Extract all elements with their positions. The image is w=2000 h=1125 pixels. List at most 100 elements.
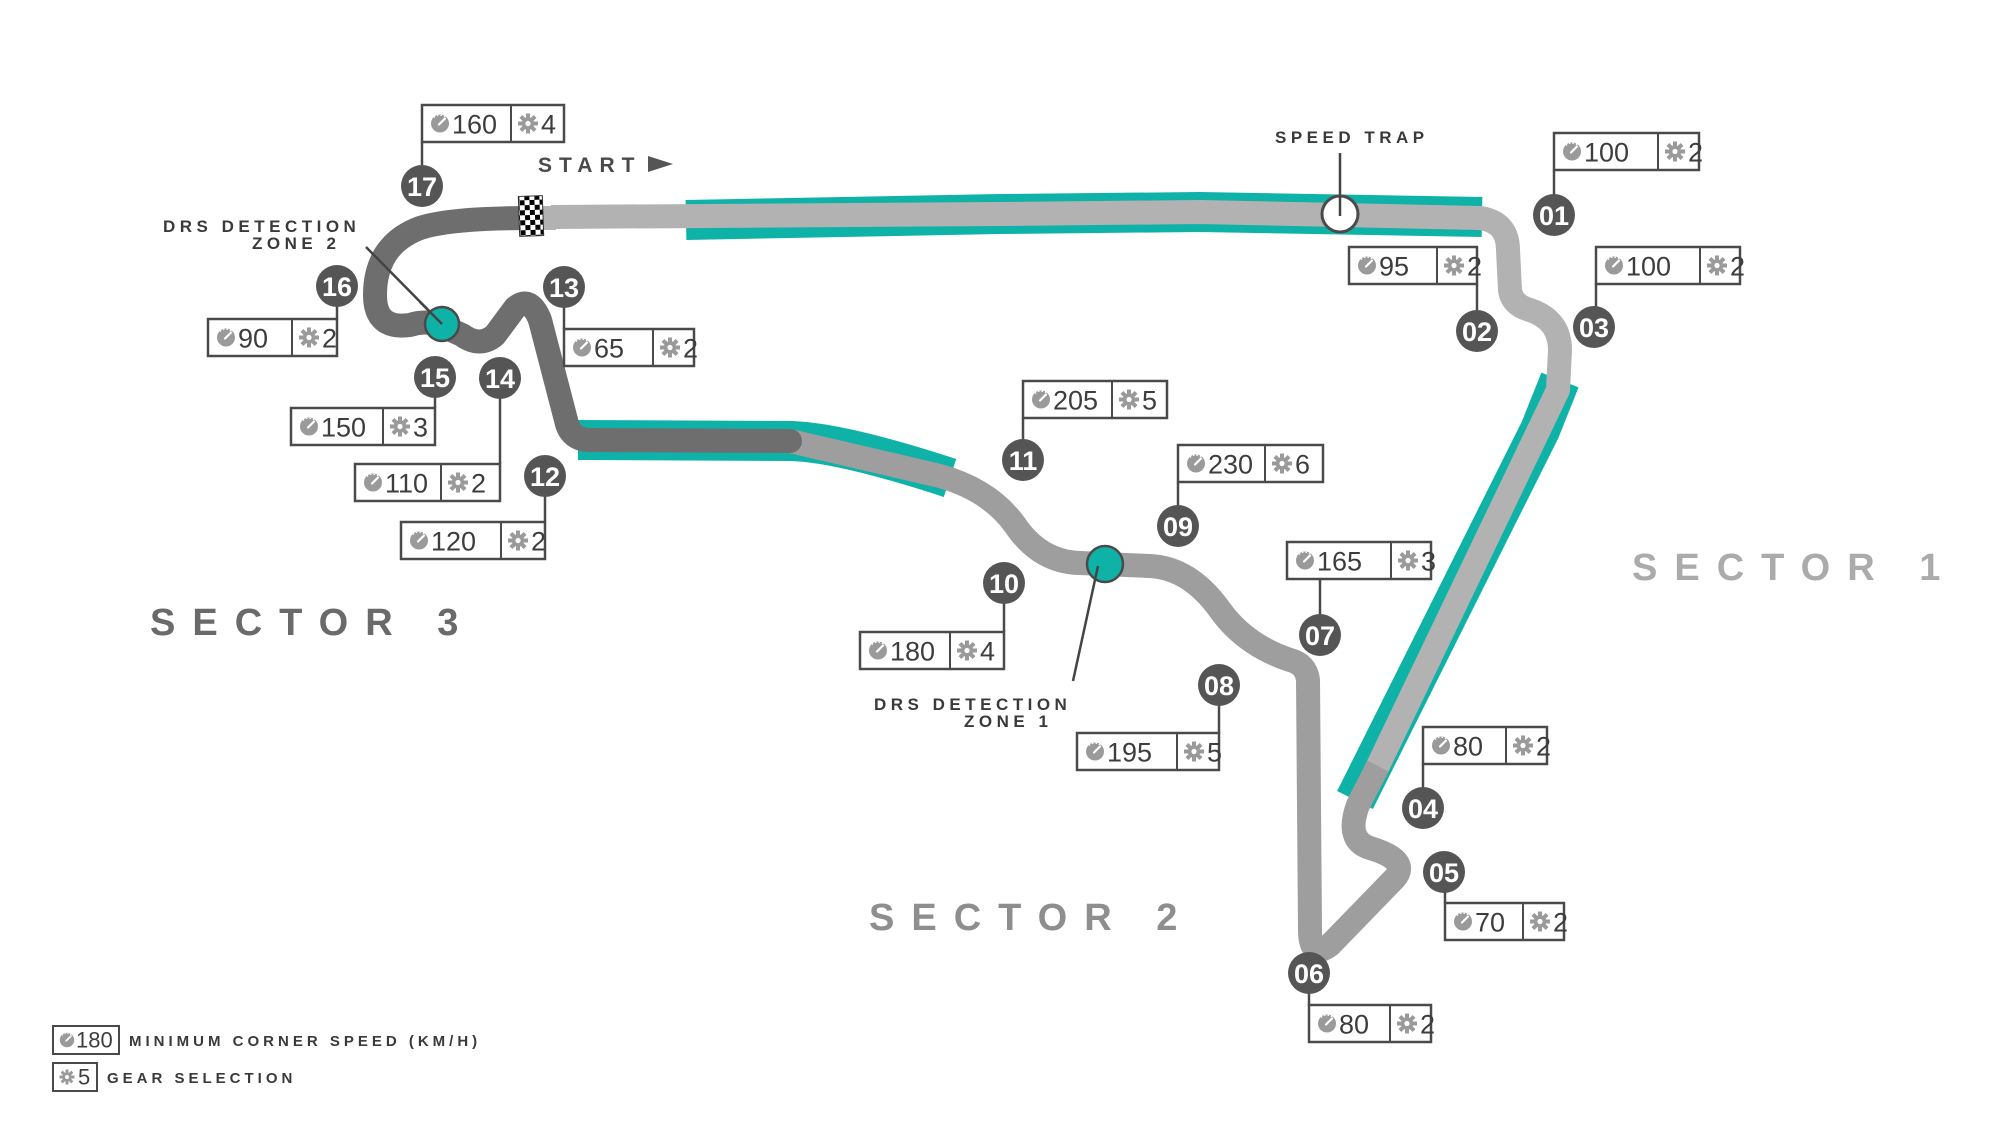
gear-icon (1665, 141, 1685, 162)
corner-number: 09 (1163, 512, 1193, 542)
corner-number: 04 (1408, 794, 1438, 824)
corner-badge (401, 165, 443, 207)
gear-value: 2 (531, 527, 546, 557)
speedometer-icon (58, 1031, 76, 1049)
gear-icon (1119, 389, 1139, 410)
gear-value: 3 (413, 413, 428, 443)
corner-number: 11 (1009, 446, 1038, 476)
speed-trap: SPEED TRAP (1275, 128, 1424, 234)
drs-detection-zone-2: DRS DETECTION ZONE 2 (163, 217, 461, 343)
gear-value: 2 (322, 324, 337, 354)
legend-gear-label: GEAR SELECTION (107, 1070, 296, 1087)
min-speed-value: 205 (1053, 386, 1098, 416)
gear-value: 5 (1207, 738, 1222, 768)
track-sector-1 (550, 200, 1572, 778)
arrow-right-icon (648, 156, 673, 172)
legend-gear-example: 5 (78, 1065, 90, 1090)
gear-icon (448, 472, 468, 493)
corner-08: 195 5 08 (1075, 664, 1240, 772)
speedometer-icon (1084, 741, 1106, 762)
gear-icon (1397, 1013, 1417, 1034)
corner-number: 15 (420, 363, 450, 393)
speedometer-icon (298, 416, 320, 437)
gear-icon (508, 530, 528, 551)
start-label: START (538, 154, 641, 177)
speedometer-icon (1561, 141, 1583, 162)
legend: 180 MINIMUM CORNER SPEED (KM/H) 5 GEAR S… (52, 1025, 481, 1092)
corner-number: 13 (549, 273, 579, 303)
corner-badge (316, 265, 358, 307)
corner-badge (983, 562, 1025, 604)
speedometer-icon (362, 472, 384, 493)
corner-number: 17 (407, 172, 437, 202)
corner-badge (1299, 614, 1341, 656)
corner-number: 12 (530, 462, 560, 492)
gear-value: 2 (471, 469, 486, 499)
drs-zone-1-line-2: ZONE 1 (964, 712, 1052, 731)
min-speed-value: 100 (1626, 252, 1671, 282)
corner-number: 14 (485, 364, 515, 394)
gear-icon (1707, 255, 1727, 276)
min-speed-value: 195 (1107, 738, 1152, 768)
speedometer-icon (867, 640, 889, 661)
min-speed-value: 70 (1475, 908, 1505, 938)
min-speed-value: 80 (1453, 732, 1483, 762)
legend-speed-example: 180 (76, 1028, 113, 1053)
drs-zone-1-line-1: DRS DETECTION (874, 695, 1071, 714)
min-speed-value: 80 (1339, 1010, 1369, 1040)
speedometer-icon (1452, 911, 1474, 932)
speedometer-icon (1030, 389, 1052, 410)
drs-detection-zone-1: DRS DETECTION ZONE 1 (874, 544, 1125, 731)
gear-value: 3 (1421, 547, 1436, 577)
gear-value: 4 (541, 110, 556, 140)
corner-badge (1288, 952, 1330, 994)
gear-icon (1513, 735, 1533, 756)
corner-number: 16 (322, 272, 352, 302)
speedometer-icon (408, 530, 430, 551)
drs-zone-2-line-1: DRS DETECTION (163, 217, 360, 236)
min-speed-value: 95 (1379, 252, 1409, 282)
legend-speed: 180 MINIMUM CORNER SPEED (KM/H) (52, 1025, 481, 1055)
corner-badge (1456, 310, 1498, 352)
min-speed-value: 150 (321, 413, 366, 443)
gear-icon (957, 640, 977, 661)
speedometer-icon (1185, 453, 1207, 474)
min-speed-value: 110 (385, 469, 428, 499)
sector-3-label: SECTOR 3 (150, 602, 475, 644)
sector-1-label: SECTOR 1 (1632, 547, 1957, 589)
legend-speed-label: MINIMUM CORNER SPEED (KM/H) (129, 1033, 481, 1050)
speedometer-icon (1294, 550, 1316, 571)
min-speed-value: 230 (1208, 450, 1253, 480)
corner-badge (1002, 439, 1044, 481)
corner-number: 08 (1204, 671, 1234, 701)
speedometer-icon (1316, 1013, 1338, 1034)
gear-value: 2 (1467, 252, 1482, 282)
min-speed-value: 65 (594, 334, 624, 364)
gear-value: 5 (1142, 386, 1157, 416)
corner-number: 03 (1579, 313, 1609, 343)
corner-badge (1198, 664, 1240, 706)
speedometer-icon (1356, 255, 1378, 276)
corner-number: 06 (1294, 959, 1324, 989)
gear-icon (1444, 255, 1464, 276)
track-sector-3 (363, 206, 802, 453)
